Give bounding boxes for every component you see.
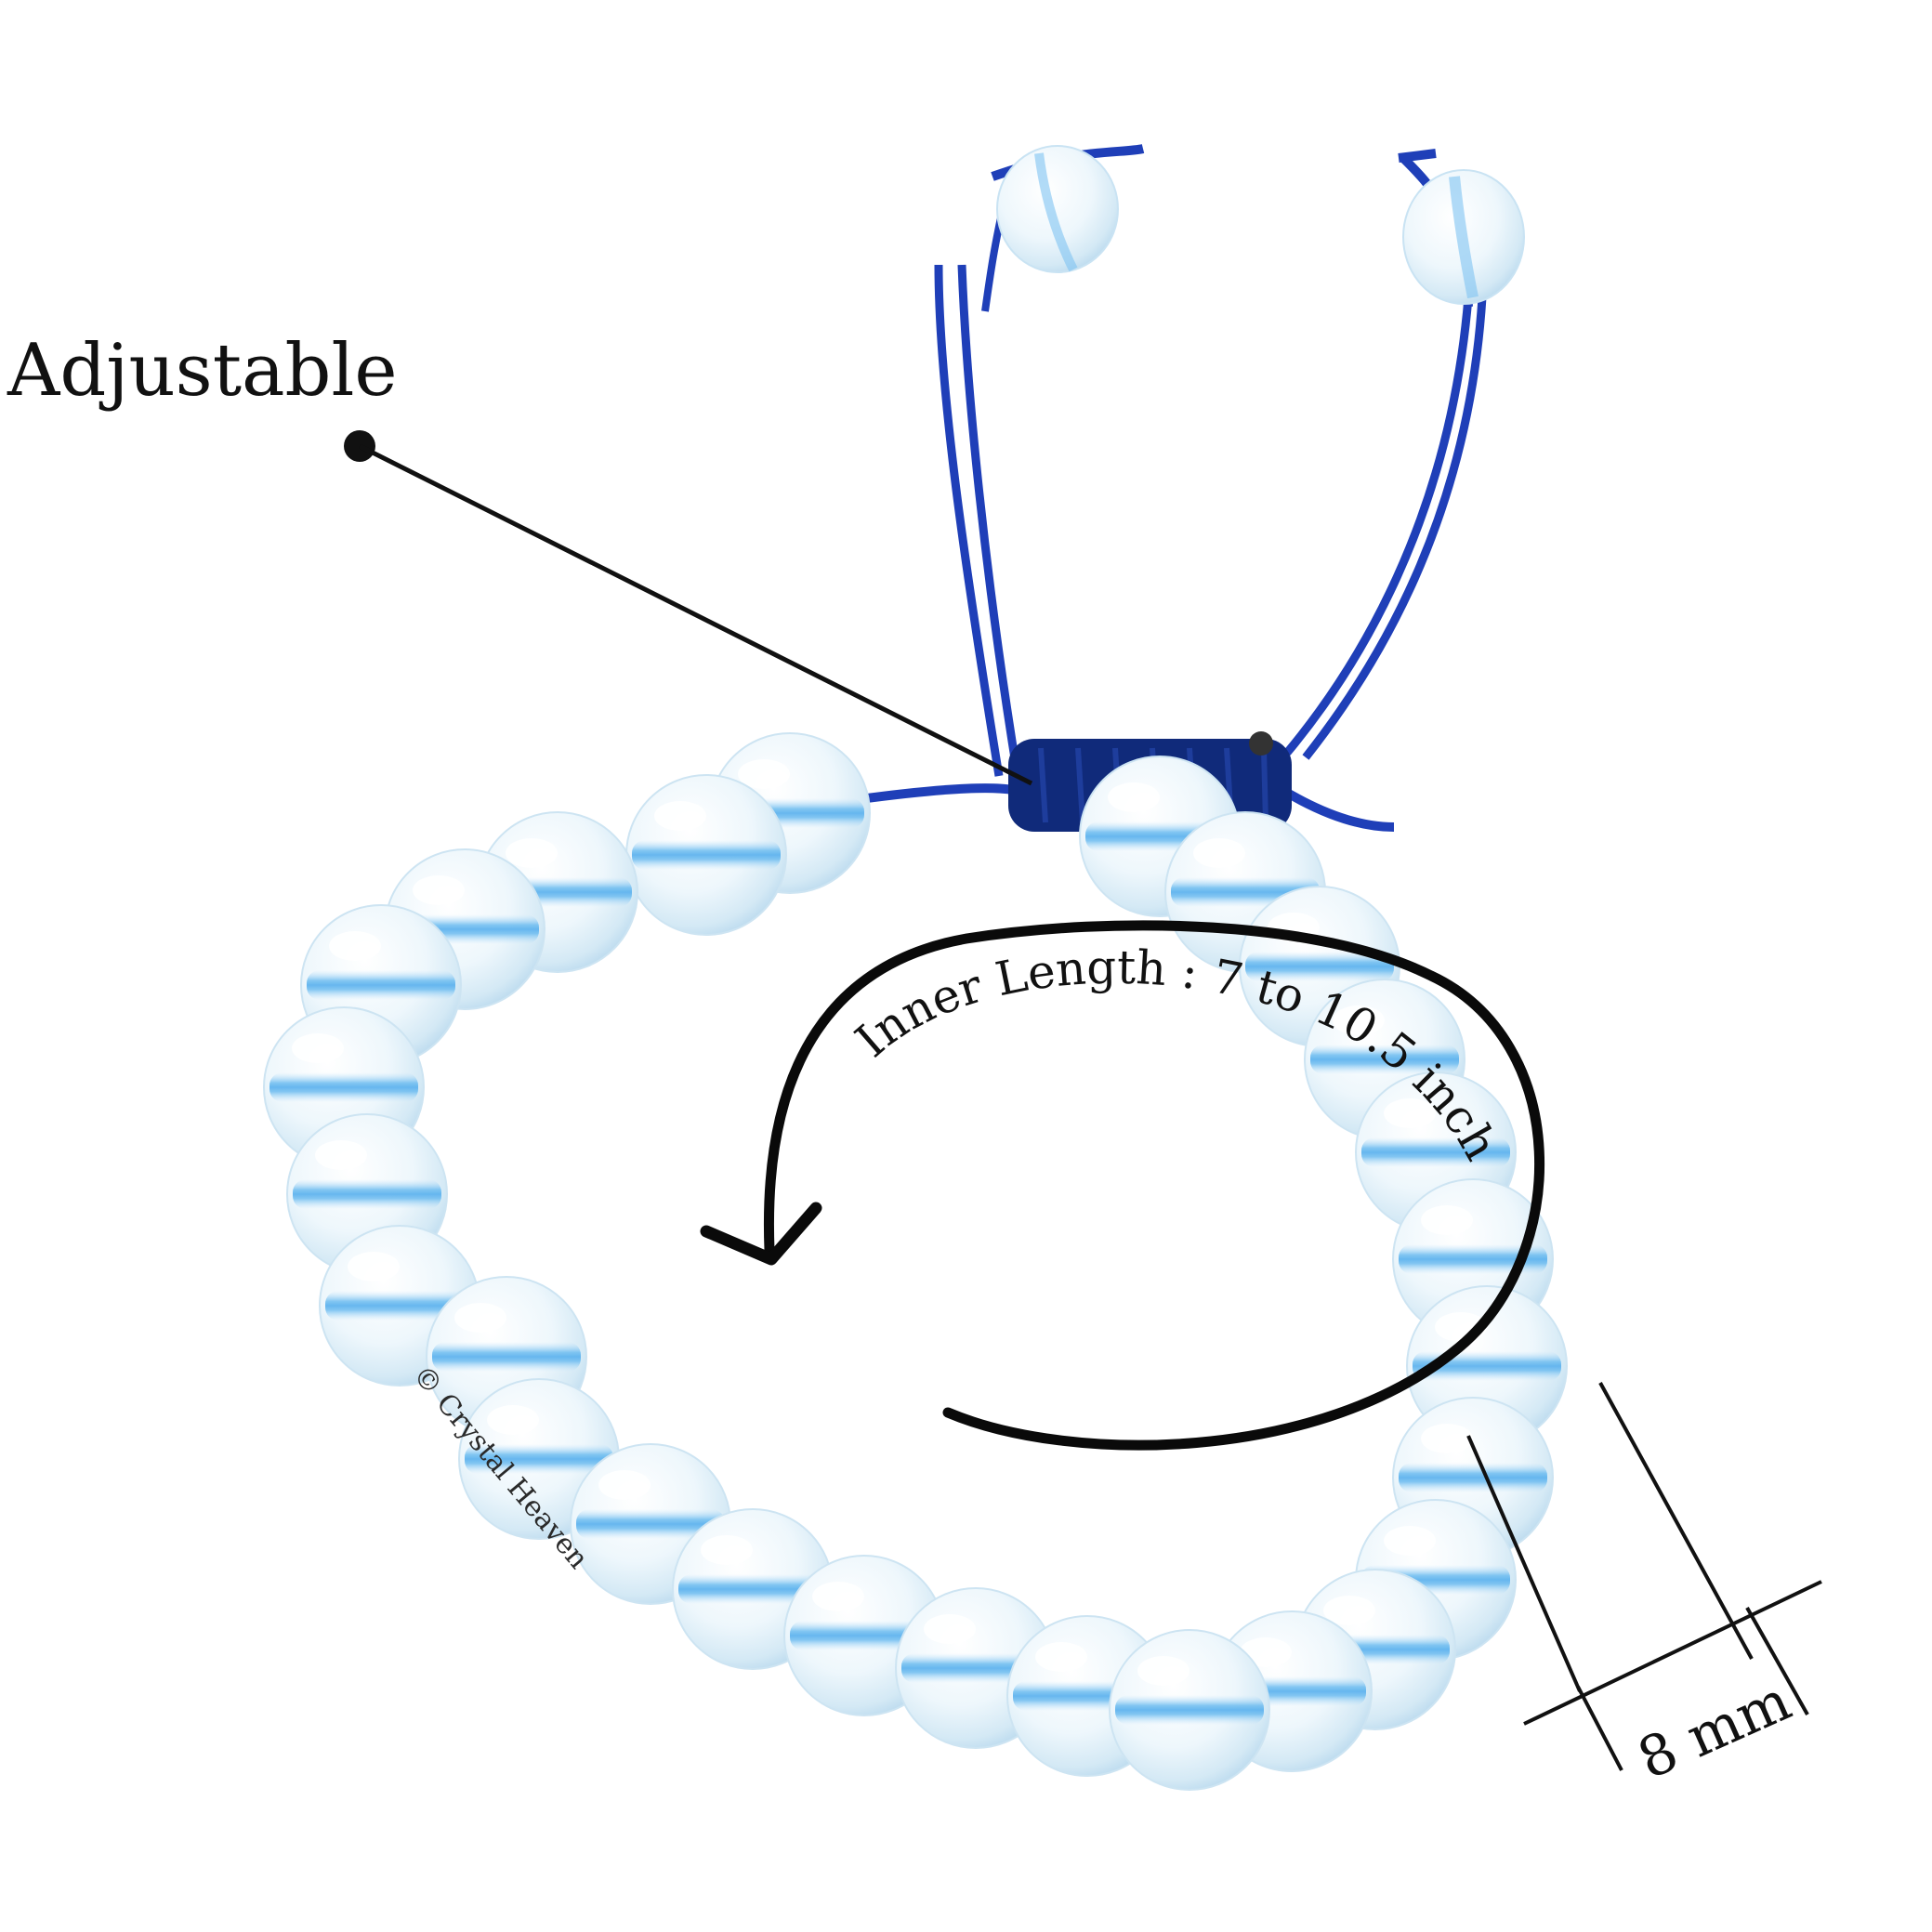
counterclockwise-arrow-icon (700, 920, 1544, 1451)
bead (672, 1508, 834, 1670)
end-bead-left (996, 145, 1119, 273)
adjustable-leader-line (358, 443, 1033, 786)
bracelet-cords (859, 144, 1487, 832)
bead-size-label: 8 mm (1629, 1668, 1801, 1793)
end-bead-right (1402, 169, 1525, 305)
bead (1109, 1629, 1270, 1791)
bead (625, 774, 787, 936)
bead-size-dimension (1466, 1382, 1822, 1771)
adjustable-label: Adjustable (7, 329, 398, 413)
bead-ring (263, 732, 1568, 1791)
